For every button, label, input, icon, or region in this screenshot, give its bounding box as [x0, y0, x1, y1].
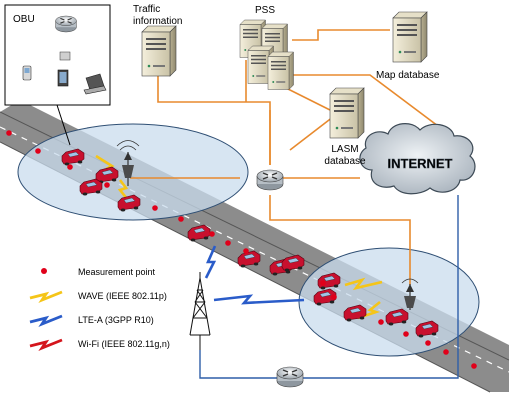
obu-router — [55, 15, 77, 33]
obu-inset: OBU — [4, 4, 111, 146]
legend-label-wifi: Wi-Fi (IEEE 802.11g,n) — [78, 339, 170, 349]
measurement-point — [443, 349, 449, 355]
rsu-antenna-right[interactable] — [401, 278, 419, 310]
lte-links — [204, 245, 305, 305]
internet-label: INTERNET — [388, 156, 453, 171]
legend: Measurement point WAVE (IEEE 802.11p) LT… — [29, 267, 170, 351]
router-icon — [276, 366, 304, 388]
measurement-point — [403, 331, 409, 337]
server-icon — [141, 25, 177, 77]
wave-antenna-icon — [122, 165, 134, 178]
measurement-point — [425, 340, 431, 346]
rsu-antenna-left[interactable] — [116, 140, 140, 187]
measurement-point — [178, 216, 184, 222]
central-router[interactable] — [256, 169, 284, 191]
map-database-label: Map database — [376, 70, 440, 81]
pss-server-cluster[interactable] — [239, 19, 294, 90]
measurement-point — [471, 363, 477, 369]
server-icon — [329, 87, 365, 139]
bottom-router[interactable] — [276, 366, 304, 388]
measurement-point — [6, 130, 12, 136]
phone-icon — [22, 65, 32, 81]
legend-item-measurement-point: Measurement point — [41, 267, 156, 277]
wave-links — [95, 154, 383, 320]
tablet-icon — [57, 69, 69, 87]
internet-cloud-icon[interactable]: INTERNET — [359, 123, 476, 195]
measurement-point-icon — [41, 268, 47, 274]
legend-label-lte: LTE-A (3GPP R10) — [78, 315, 154, 325]
measurement-point — [67, 164, 73, 170]
legend-item-wave: WAVE (IEEE 802.11p) — [29, 290, 167, 303]
measurement-point — [331, 294, 337, 300]
laptop-icon — [83, 73, 107, 95]
legend-item-lte: LTE-A (3GPP R10) — [29, 314, 154, 327]
router-icon — [256, 169, 284, 191]
lte-link-icon — [29, 314, 63, 327]
obu-label: OBU — [13, 14, 35, 25]
measurement-point — [152, 205, 158, 211]
measurement-point — [209, 231, 215, 237]
pss-label: PSS — [255, 5, 275, 16]
legend-item-wifi: Wi-Fi (IEEE 802.11g,n) — [29, 338, 170, 351]
measurement-point — [104, 182, 110, 188]
backhaul-links — [199, 195, 459, 379]
lasm-database-server[interactable] — [329, 87, 365, 139]
legend-label-measurement-point: Measurement point — [78, 267, 156, 277]
wifi-link-icon — [29, 338, 63, 351]
measurement-point — [243, 248, 249, 254]
lasm-database-label-line2: database — [324, 156, 366, 167]
small-device-icon — [59, 51, 71, 61]
coverage-zone-left — [17, 123, 249, 221]
measurement-point — [35, 148, 41, 154]
lasm-database-label-line1: LASM — [331, 144, 358, 155]
map-database-server[interactable] — [392, 11, 428, 63]
traffic-information-label-line2: information — [133, 16, 182, 27]
lte-tower-icon[interactable] — [189, 272, 211, 350]
traffic-information-server[interactable] — [141, 25, 177, 77]
measurement-point — [378, 319, 384, 325]
measurement-point — [225, 240, 231, 246]
obu-callout-line — [56, 104, 71, 146]
measurement-point — [320, 280, 326, 286]
legend-label-wave: WAVE (IEEE 802.11p) — [78, 291, 167, 301]
measurement-points — [6, 130, 477, 369]
server-icon — [267, 51, 294, 90]
traffic-information-label-line1: Traffic — [133, 4, 160, 15]
wave-antenna-icon — [404, 296, 416, 308]
server-icon — [392, 11, 428, 63]
wave-link-icon — [29, 290, 63, 303]
router-icon — [55, 15, 77, 33]
